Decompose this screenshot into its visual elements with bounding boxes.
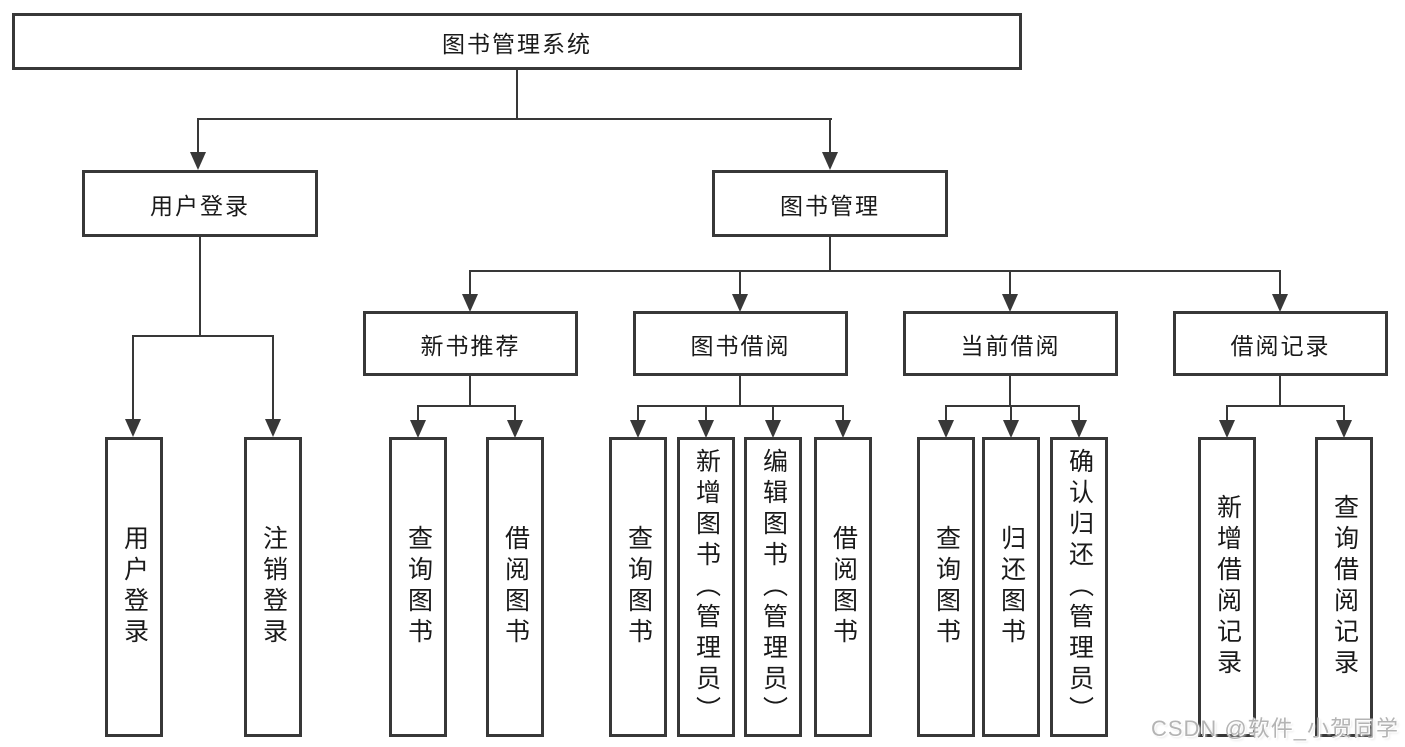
connector-line [1279,376,1281,405]
connector-line [1279,270,1281,294]
node-new-book-recommend-label: 新书推荐 [420,332,521,359]
arrowhead-icon [462,294,478,312]
leaf-query-books-borrow: 查询图书 [609,437,667,737]
connector-line [197,118,199,152]
arrowhead-icon [265,419,281,437]
leaf-logout-label: 注销登录 [259,525,288,649]
connector-line [272,335,274,419]
leaf-query-borrow-record-label: 查询借阅记录 [1330,494,1359,680]
arrowhead-icon [1336,420,1352,438]
leaf-logout: 注销登录 [244,437,302,737]
connector-line [842,405,844,420]
leaf-borrow-books-recommend: 借阅图书 [486,437,544,737]
connector-line [516,70,518,118]
leaf-query-books-recommend-label: 查询图书 [404,525,433,649]
connector-line [829,118,831,152]
connector-line [739,270,741,294]
node-current-borrow: 当前借阅 [903,311,1118,376]
connector-line [739,376,741,405]
connector-line [945,405,1080,407]
connector-line [199,237,201,335]
node-user-login: 用户登录 [82,170,318,237]
connector-line [417,405,516,407]
node-root: 图书管理系统 [12,13,1022,70]
leaf-confirm-return-admin-label: 确认归还（管理员） [1065,447,1094,727]
arrowhead-icon [410,420,426,438]
leaf-add-book-admin: 新增图书（管理员） [677,437,735,737]
leaf-query-borrow-record: 查询借阅记录 [1315,437,1373,737]
arrowhead-icon [732,294,748,312]
connector-line [637,405,844,407]
connector-line [705,405,707,420]
arrowhead-icon [835,420,851,438]
connector-line [637,405,639,420]
node-book-borrow-label: 图书借阅 [690,332,791,359]
arrowhead-icon [630,420,646,438]
node-new-book-recommend: 新书推荐 [363,311,578,376]
leaf-add-borrow-record: 新增借阅记录 [1198,437,1256,737]
node-book-management: 图书管理 [712,170,948,237]
leaf-query-books-borrow-label: 查询图书 [624,525,653,649]
watermark: CSDN @软件_小贺同学 [1150,716,1399,741]
leaf-edit-book-admin-label: 编辑图书（管理员） [759,447,788,727]
arrowhead-icon [765,420,781,438]
node-root-label: 图书管理系统 [442,30,592,57]
node-user-login-label: 用户登录 [150,192,250,219]
connector-line [1009,270,1011,294]
leaf-borrow-books: 借阅图书 [814,437,872,737]
leaf-query-books-recommend: 查询图书 [389,437,447,737]
arrowhead-icon [938,420,954,438]
connector-line [132,335,134,419]
leaf-user-login-label: 用户登录 [120,525,149,649]
leaf-edit-book-admin: 编辑图书（管理员） [744,437,802,737]
arrowhead-icon [1272,294,1288,312]
connector-line [514,405,516,420]
connector-line [197,118,832,120]
connector-line [132,335,274,337]
leaf-return-book: 归还图书 [982,437,1040,737]
connector-line [469,270,1281,272]
connector-line [945,405,947,420]
arrowhead-icon [1002,294,1018,312]
arrowhead-icon [190,152,206,170]
arrowhead-icon [1071,420,1087,438]
connector-line [829,237,831,270]
connector-line [469,376,471,405]
arrowhead-icon [125,419,141,437]
connector-line [1078,405,1080,420]
leaf-query-books-current-label: 查询图书 [932,525,961,649]
connector-line [1226,405,1345,407]
node-current-borrow-label: 当前借阅 [960,332,1061,359]
connector-line [1226,405,1228,420]
connector-line [1010,405,1012,420]
connector-line [1009,376,1011,405]
leaf-query-books-current: 查询图书 [917,437,975,737]
arrowhead-icon [1003,420,1019,438]
node-borrow-records-label: 借阅记录 [1230,332,1331,359]
leaf-borrow-books-recommend-label: 借阅图书 [501,525,530,649]
connector-line [469,270,471,294]
arrowhead-icon [1219,420,1235,438]
leaf-confirm-return-admin: 确认归还（管理员） [1050,437,1108,737]
leaf-user-login: 用户登录 [105,437,163,737]
leaf-add-book-admin-label: 新增图书（管理员） [692,447,721,727]
leaf-borrow-books-label: 借阅图书 [829,525,858,649]
connector-line [417,405,419,420]
leaf-return-book-label: 归还图书 [997,525,1026,649]
leaf-add-borrow-record-label: 新增借阅记录 [1213,494,1242,680]
arrowhead-icon [822,152,838,170]
connector-line [1343,405,1345,420]
node-book-management-label: 图书管理 [780,192,880,219]
connector-line [772,405,774,420]
arrowhead-icon [698,420,714,438]
arrowhead-icon [507,420,523,438]
node-borrow-records: 借阅记录 [1173,311,1388,376]
node-book-borrow: 图书借阅 [633,311,848,376]
